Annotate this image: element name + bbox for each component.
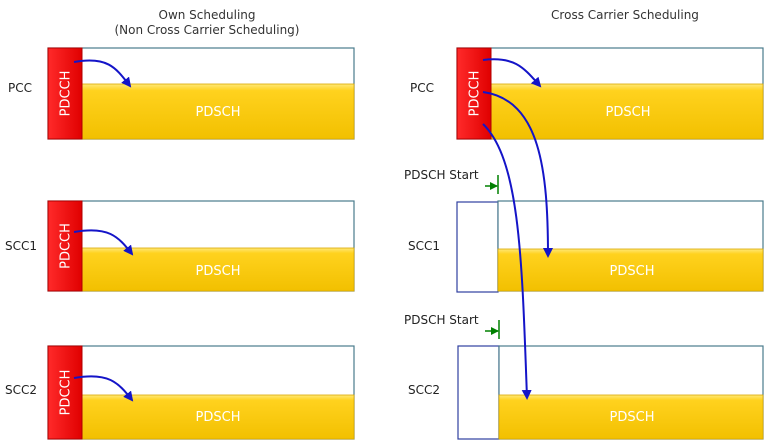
scheduling-arrow-pcc bbox=[482, 58, 542, 88]
own-scc2-carrier: PDCCH PDSCH bbox=[47, 345, 355, 440]
scheduling-arrow-scc1 bbox=[482, 91, 553, 258]
own-scc1-label: SCC1 bbox=[5, 239, 37, 253]
cross-scc1-carrier: PDSCH bbox=[456, 200, 764, 293]
pdsch-label: PDSCH bbox=[606, 105, 651, 120]
empty-control-region bbox=[457, 345, 500, 440]
scheduling-arrow bbox=[73, 375, 134, 402]
pdsch-label: PDSCH bbox=[196, 105, 241, 120]
pdcch-region bbox=[456, 47, 492, 140]
pdsch-region bbox=[490, 83, 764, 140]
cross-scc1-label: SCC1 bbox=[408, 239, 440, 253]
own-scheduling-title: Own Scheduling bbox=[159, 8, 256, 22]
pdcch-region bbox=[47, 200, 83, 292]
scheduling-arrow bbox=[73, 59, 132, 88]
empty-control-region bbox=[456, 201, 499, 293]
pdcch-label: PDCCH bbox=[59, 71, 74, 117]
pdcch-label: PDCCH bbox=[59, 223, 74, 269]
cross-scc2-carrier: PDSCH bbox=[457, 345, 764, 440]
own-pcc-label: PCC bbox=[8, 81, 32, 95]
pdsch-region bbox=[81, 394, 355, 440]
pdsch-label: PDSCH bbox=[196, 264, 241, 279]
pdsch-label: PDSCH bbox=[610, 410, 655, 425]
pdcch-region bbox=[47, 345, 83, 440]
own-scc2-label: SCC2 bbox=[5, 383, 37, 397]
pdsch-region bbox=[81, 247, 355, 292]
cross-pcc-carrier: PDCCH PDSCH bbox=[456, 47, 764, 140]
own-scheduling-subtitle: (Non Cross Carrier Scheduling) bbox=[115, 23, 300, 37]
pdsch-start-label: PDSCH Start bbox=[404, 168, 479, 182]
pdsch-region bbox=[497, 248, 764, 292]
pdsch-region bbox=[81, 83, 355, 140]
scheduling-arrow-scc2 bbox=[482, 123, 532, 400]
own-scc1-carrier: PDCCH PDSCH bbox=[47, 200, 355, 292]
pdcch-label: PDCCH bbox=[468, 71, 483, 117]
pdsch-label: PDSCH bbox=[196, 410, 241, 425]
pdsch-region bbox=[498, 394, 764, 440]
pdsch-label: PDSCH bbox=[610, 264, 655, 279]
scheduling-arrow bbox=[73, 229, 134, 256]
own-pcc-carrier: PDCCH PDSCH bbox=[47, 47, 355, 140]
pdcch-label: PDCCH bbox=[59, 370, 74, 416]
cross-scheduling-title: Cross Carrier Scheduling bbox=[551, 8, 699, 22]
cross-pcc-label: PCC bbox=[410, 81, 434, 95]
cross-scc2-label: SCC2 bbox=[408, 383, 440, 397]
pdsch-start-label: PDSCH Start bbox=[404, 313, 479, 327]
pdcch-region bbox=[47, 47, 83, 140]
